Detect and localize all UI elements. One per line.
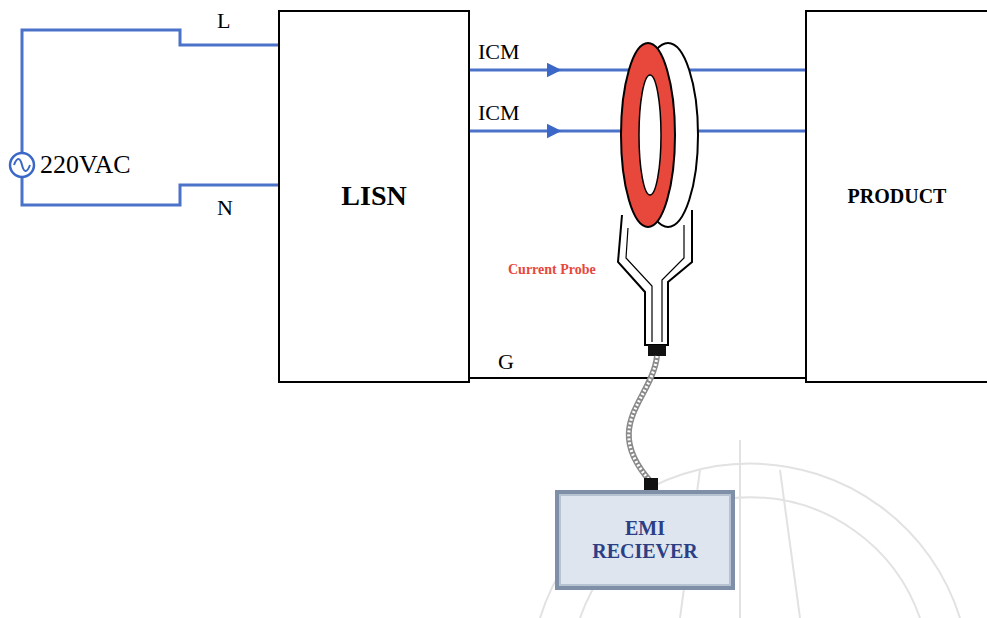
source-circle [10,153,34,177]
source-voltage: 220VAC [40,150,131,180]
probe-ring-face [621,43,675,227]
probe-name: Current Probe [508,262,596,278]
neutral-name: N [217,195,233,221]
box-label: EMI RECIEVER [583,517,708,563]
receiver-box: EMI RECIEVER [555,490,735,590]
receiver-connector [644,478,658,490]
wire-label: ICM [476,100,522,126]
wire-label: G [496,349,516,375]
probe-ring-hole [639,75,661,195]
probe-connector [648,345,666,356]
watermark [540,440,960,618]
current-probe [618,43,698,490]
lisn-box: LISN [278,10,470,383]
probe-cable [629,356,657,482]
neutral-wire [22,177,278,205]
probe-handle [618,210,692,345]
line-wire [22,30,278,153]
box-label: PRODUCT [848,185,947,208]
line-name: L [217,8,230,34]
product-box: PRODUCT [805,10,987,383]
ac-source [10,30,278,205]
cable-braid [629,356,657,482]
box-label: LISN [341,180,406,212]
wire-label: ICM [476,39,522,65]
ground-wire [470,377,805,379]
sine-symbol [14,159,30,171]
probe-handle-edge [626,225,684,342]
